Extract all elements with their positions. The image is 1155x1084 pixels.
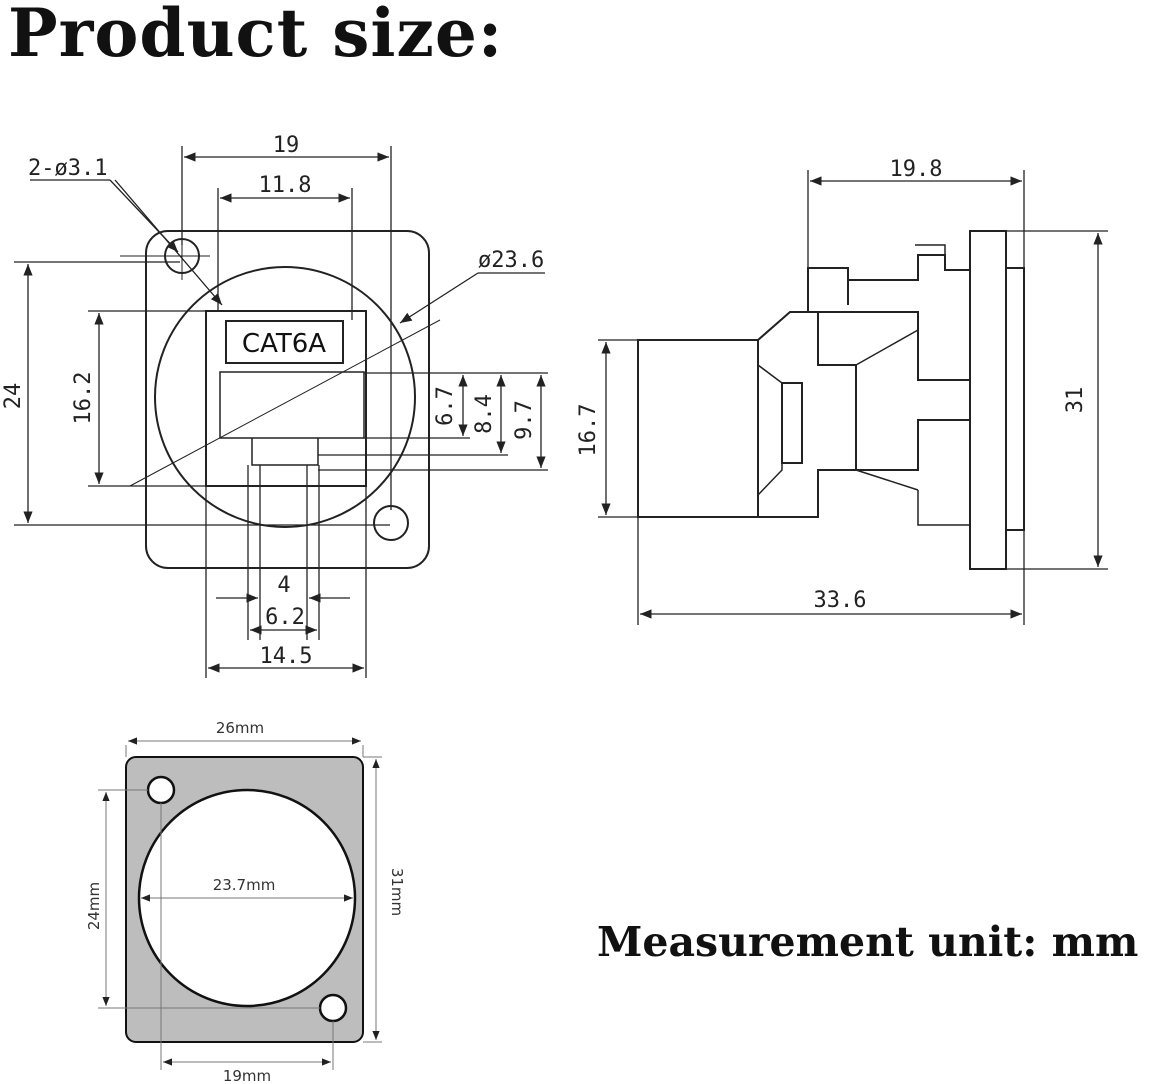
dim-side-body-height: 16.7: [576, 404, 601, 457]
hole-callout: 2-ø3.1: [28, 156, 107, 181]
dim-6-7: 6.7: [433, 386, 458, 426]
side-view: [637, 230, 1025, 570]
side-neck-inner: [757, 364, 783, 496]
dim-cutout-height: 31mm: [388, 868, 406, 916]
dim-front-height: 24: [1, 383, 26, 410]
panel-cutout: [125, 756, 364, 1043]
dim-side-top: 19.8: [890, 157, 943, 182]
front-circle: [154, 266, 416, 528]
cutout-hole-bottom: [318, 993, 348, 1023]
diameter-leader: [129, 319, 441, 487]
dim-cutout-hole-spacing: 19mm: [223, 1067, 271, 1084]
dim-front-width: 19: [273, 133, 300, 158]
cutout-dimension-lines: [98, 737, 382, 1070]
dim-circle-diameter: ø23.6: [478, 248, 544, 273]
jack-housing: [205, 310, 367, 487]
side-neck: [757, 311, 857, 518]
side-latch-top: [807, 254, 970, 312]
dim-cutout-width: 26mm: [216, 719, 264, 737]
side-flange: [969, 230, 1007, 570]
jack-opening: [219, 371, 365, 439]
jack-latch: [251, 438, 319, 466]
side-taper: [855, 329, 919, 491]
cat6a-label-box: [225, 320, 344, 364]
dim-side-length: 33.6: [814, 588, 867, 613]
front-dimension-lines: [14, 146, 548, 678]
measurement-unit-note: Measurement unit: mm: [597, 918, 1139, 966]
side-dimension-lines: [598, 170, 1108, 625]
side-upper-body: [818, 311, 970, 381]
cutout-hole-top: [146, 775, 176, 805]
dim-14-5: 14.5: [260, 644, 313, 669]
side-plug-body: [637, 339, 759, 518]
side-latch-bottom: [917, 490, 970, 526]
mount-hole-bottom-right: [373, 505, 409, 541]
dim-4: 4: [277, 573, 290, 598]
dim-front-inner-height: 16.2: [71, 372, 96, 425]
dim-6-2: 6.2: [265, 605, 305, 630]
dim-cutout-hole-height: 24mm: [85, 882, 103, 930]
side-slot: [781, 382, 803, 464]
page-title: Product size:: [8, 0, 504, 72]
cat6a-label: CAT6A: [242, 329, 326, 359]
latch-extension-lines: [259, 465, 308, 640]
side-rear-plate: [1005, 267, 1025, 531]
dim-9-7: 9.7: [512, 400, 537, 440]
dim-8-4: 8.4: [472, 394, 497, 434]
front-flange: [145, 230, 430, 569]
dim-side-height: 31: [1063, 387, 1088, 414]
side-latch-hook: [915, 244, 946, 262]
side-lower-body: [818, 419, 970, 471]
dim-cutout-circle: 23.7mm: [213, 876, 276, 894]
dim-front-inner-width: 11.8: [259, 173, 312, 198]
